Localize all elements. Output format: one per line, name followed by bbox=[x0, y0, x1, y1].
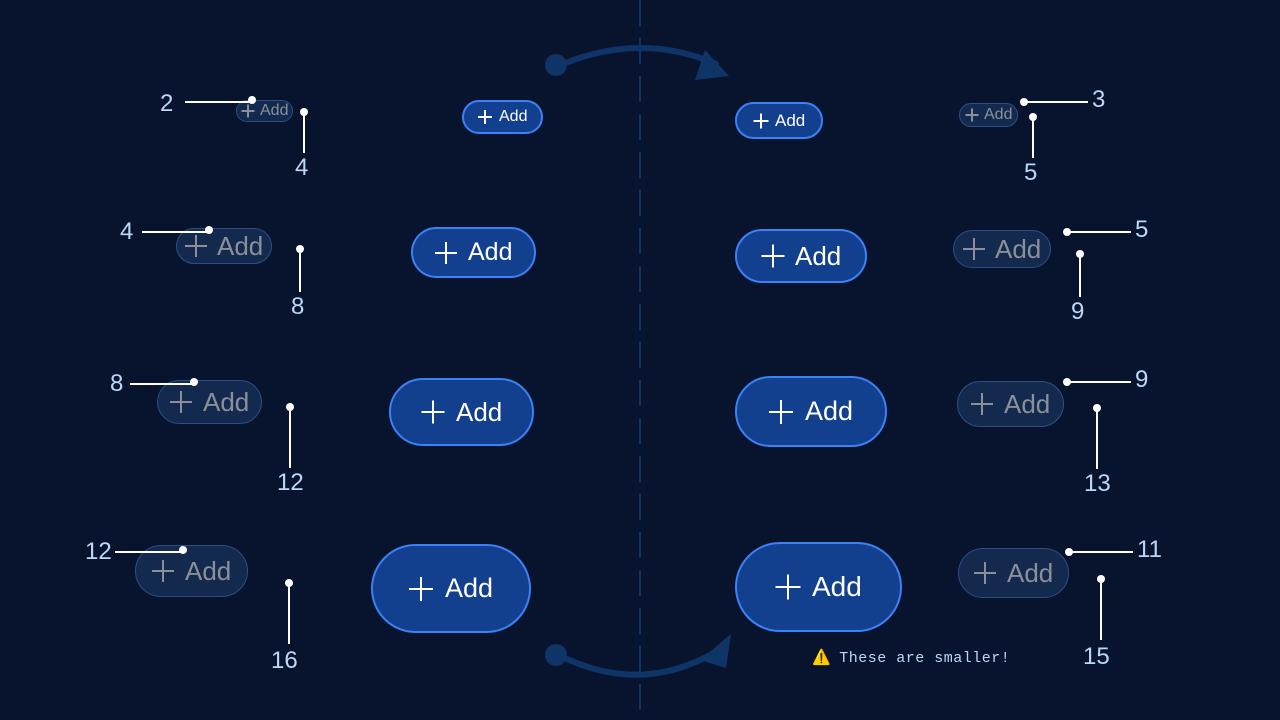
plus-icon bbox=[185, 235, 207, 257]
plus-icon bbox=[753, 113, 768, 128]
button-label: Add bbox=[203, 387, 250, 417]
button-label: Add bbox=[1007, 558, 1054, 588]
plus-icon bbox=[965, 109, 978, 122]
button-label: Add bbox=[795, 241, 842, 271]
plus-icon bbox=[170, 391, 192, 413]
button-label: Add bbox=[185, 556, 232, 586]
solid-button-row3-col2[interactable]: Add bbox=[389, 378, 535, 446]
plus-icon bbox=[775, 575, 800, 600]
button-label: Add bbox=[1004, 389, 1051, 419]
button-label: Add bbox=[260, 102, 289, 119]
solid-button-row2-col2[interactable]: Add bbox=[411, 227, 537, 278]
plus-icon bbox=[974, 562, 996, 584]
solid-button-row1-col3[interactable]: Add bbox=[735, 102, 824, 139]
solid-button-row1-col2[interactable]: Add bbox=[462, 100, 544, 134]
ghost-button-row1-left[interactable]: Add bbox=[236, 100, 294, 122]
ghost-button-row4-right[interactable]: Add bbox=[958, 548, 1070, 598]
plus-icon bbox=[478, 110, 492, 124]
center-divider bbox=[639, 0, 641, 720]
plus-icon bbox=[409, 577, 433, 601]
ghost-button-row2-left[interactable]: Add bbox=[176, 228, 273, 264]
button-label: Add bbox=[499, 108, 528, 125]
button-label: Add bbox=[445, 573, 494, 603]
button-label: Add bbox=[775, 111, 806, 130]
smaller-note-text: These are smaller! bbox=[839, 650, 1011, 667]
ghost-button-row3-right[interactable]: Add bbox=[957, 381, 1065, 427]
plus-icon bbox=[971, 393, 993, 415]
solid-button-row2-col3[interactable]: Add bbox=[735, 229, 868, 283]
ghost-button-row4-left[interactable]: Add bbox=[135, 545, 249, 597]
warning-triangle-icon: ⚠️ bbox=[812, 650, 832, 667]
plus-icon bbox=[152, 560, 174, 582]
plus-icon bbox=[241, 105, 254, 118]
arrow-top-left-to-right bbox=[545, 45, 729, 80]
ghost-button-row2-right[interactable]: Add bbox=[953, 230, 1052, 268]
smaller-note: ⚠️ These are smaller! bbox=[812, 650, 1010, 667]
solid-button-row4-col2[interactable]: Add bbox=[371, 544, 532, 633]
button-label: Add bbox=[984, 106, 1013, 123]
button-label: Add bbox=[468, 238, 513, 266]
ghost-button-row3-left[interactable]: Add bbox=[157, 380, 263, 424]
plus-icon bbox=[435, 242, 457, 264]
plus-icon bbox=[421, 401, 444, 424]
plus-icon bbox=[963, 238, 985, 260]
button-label: Add bbox=[217, 231, 264, 261]
ghost-button-row1-right[interactable]: Add bbox=[959, 103, 1019, 127]
plus-icon bbox=[769, 400, 793, 424]
button-label: Add bbox=[995, 234, 1042, 264]
solid-button-row3-col3[interactable]: Add bbox=[735, 376, 888, 447]
plus-icon bbox=[761, 245, 784, 268]
button-label: Add bbox=[805, 396, 854, 426]
solid-button-row4-col3[interactable]: Add bbox=[735, 542, 902, 632]
button-label: Add bbox=[456, 397, 503, 427]
arrow-bottom-left-to-right bbox=[545, 634, 731, 678]
button-label: Add bbox=[812, 571, 862, 602]
